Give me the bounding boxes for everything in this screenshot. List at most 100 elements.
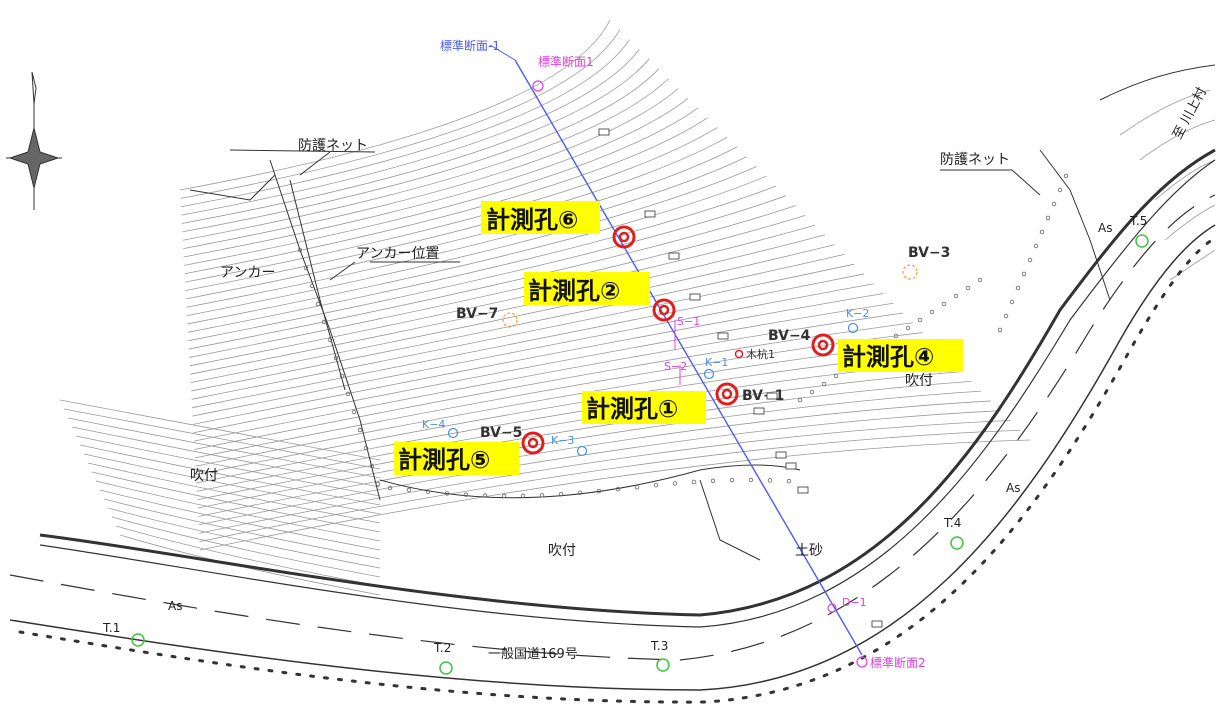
survey-point-t2 xyxy=(439,661,453,675)
contour-line xyxy=(192,283,874,417)
anchor-dot xyxy=(463,492,469,497)
north-arrow-icon xyxy=(6,71,62,210)
survey-point-t4 xyxy=(950,536,964,550)
asphalt-label-1: As xyxy=(168,599,182,613)
contour-line xyxy=(198,420,1011,534)
anchor-dot xyxy=(833,373,839,379)
borehole-label-bv4: BV−4 xyxy=(768,328,811,344)
contour-line xyxy=(111,516,381,578)
anchor-dot xyxy=(977,277,983,283)
borehole-label-bv7: BV−7 xyxy=(456,306,498,322)
anchor-dot xyxy=(929,309,935,315)
contour-line xyxy=(189,224,816,367)
anchor-dot xyxy=(1045,215,1051,221)
direction-label: 至 川上村 xyxy=(1170,85,1210,142)
anchor-dot xyxy=(905,325,911,331)
anchor-dot xyxy=(729,477,735,483)
contour-line xyxy=(182,78,669,241)
point-label-d1: D−1 xyxy=(842,596,867,609)
section-marker-2 xyxy=(856,656,868,668)
standard-section-line xyxy=(514,59,863,656)
section-marker-1 xyxy=(532,80,544,92)
anchor-dot xyxy=(387,485,393,491)
anchor-dot xyxy=(634,484,640,490)
point-k3 xyxy=(576,445,588,457)
point-label-s1: S−1 xyxy=(677,315,700,328)
anchor-dot xyxy=(809,389,815,395)
anchor-dot xyxy=(1027,257,1033,263)
survey-label-t2: T.2 xyxy=(433,641,451,655)
borehole-bv7-marker xyxy=(502,312,518,328)
survey-label-t4: T.4 xyxy=(943,516,961,530)
contour-line xyxy=(199,439,1031,551)
anchor-dot xyxy=(821,381,827,387)
contour-line xyxy=(199,429,1021,543)
net-label-left: 防護ネット xyxy=(298,138,368,154)
anchor-dot xyxy=(615,486,621,492)
contour-line xyxy=(182,68,660,233)
section-label-2: 標準断面2 xyxy=(870,655,926,670)
anchor-dot xyxy=(444,491,450,496)
anchor-dot xyxy=(1033,243,1039,249)
survey-points xyxy=(131,234,1149,675)
anchor-position-label: アンカー位置 xyxy=(356,246,439,262)
contour-line xyxy=(180,29,621,199)
contour-line xyxy=(181,58,650,224)
point-d1 xyxy=(827,603,837,613)
contour-line xyxy=(103,498,381,560)
anchor-dot xyxy=(653,482,659,488)
point-label-k3: K−3 xyxy=(551,434,574,447)
anchor-dot xyxy=(1057,187,1063,193)
contour-line xyxy=(79,444,381,506)
contour-line xyxy=(198,410,1001,526)
anchor-dot xyxy=(965,285,971,291)
point-k1 xyxy=(703,368,715,380)
anchor-dot xyxy=(767,478,773,483)
anchor-dot xyxy=(1021,271,1027,277)
measurement-hole-4: 計測孔④ xyxy=(811,333,963,372)
asphalt-label-2: As xyxy=(1006,481,1020,495)
anchor-dot xyxy=(748,477,754,483)
contour-line xyxy=(187,175,767,325)
spray-label-bottom: 吹付 xyxy=(548,543,576,559)
anchor-dot xyxy=(596,488,602,494)
right-hill-contours xyxy=(1119,89,1216,281)
anchor-dot xyxy=(351,409,357,415)
anchor-dot xyxy=(1063,173,1069,179)
contour-line xyxy=(192,273,865,409)
contour-line xyxy=(189,214,806,358)
contour-line xyxy=(188,205,796,350)
anchor-dot xyxy=(1009,299,1015,305)
pile-markers xyxy=(598,128,883,628)
contour-line xyxy=(186,166,757,316)
point-k4 xyxy=(447,427,459,439)
borehole-label-bv5: BV−5 xyxy=(480,425,522,441)
survey-point-t5 xyxy=(1135,234,1149,248)
anchor-dot xyxy=(303,265,309,271)
anchor-dot xyxy=(539,493,545,498)
contour-line xyxy=(63,408,381,470)
contour-line xyxy=(188,195,786,342)
anchor-dot xyxy=(369,463,375,469)
point-label-k4: K−4 xyxy=(422,418,445,431)
anchor-dot xyxy=(357,427,363,433)
anchor-dot xyxy=(345,391,351,397)
spray-label-right: 吹付 xyxy=(905,373,933,389)
anchor-dot xyxy=(1003,313,1009,319)
measurement-hole-label-5: 計測孔⑤ xyxy=(398,446,490,474)
contour-line xyxy=(191,263,855,400)
borehole-label-bv1: BV−1 xyxy=(742,388,784,404)
contour-line xyxy=(181,49,640,216)
contour-line xyxy=(183,97,689,258)
anchor-dot xyxy=(339,373,345,379)
measurement-hole-5: 計測孔⑤ xyxy=(394,431,545,475)
contour-line xyxy=(83,453,381,515)
road-curves xyxy=(9,64,1217,704)
anchor-dot xyxy=(997,327,1003,333)
anchor-dot xyxy=(333,355,339,361)
measurement-hole-label-2: 計測孔② xyxy=(528,277,620,305)
wood-stake-icon xyxy=(734,349,744,359)
contour-line xyxy=(91,471,381,533)
anchor-dot xyxy=(482,493,488,498)
